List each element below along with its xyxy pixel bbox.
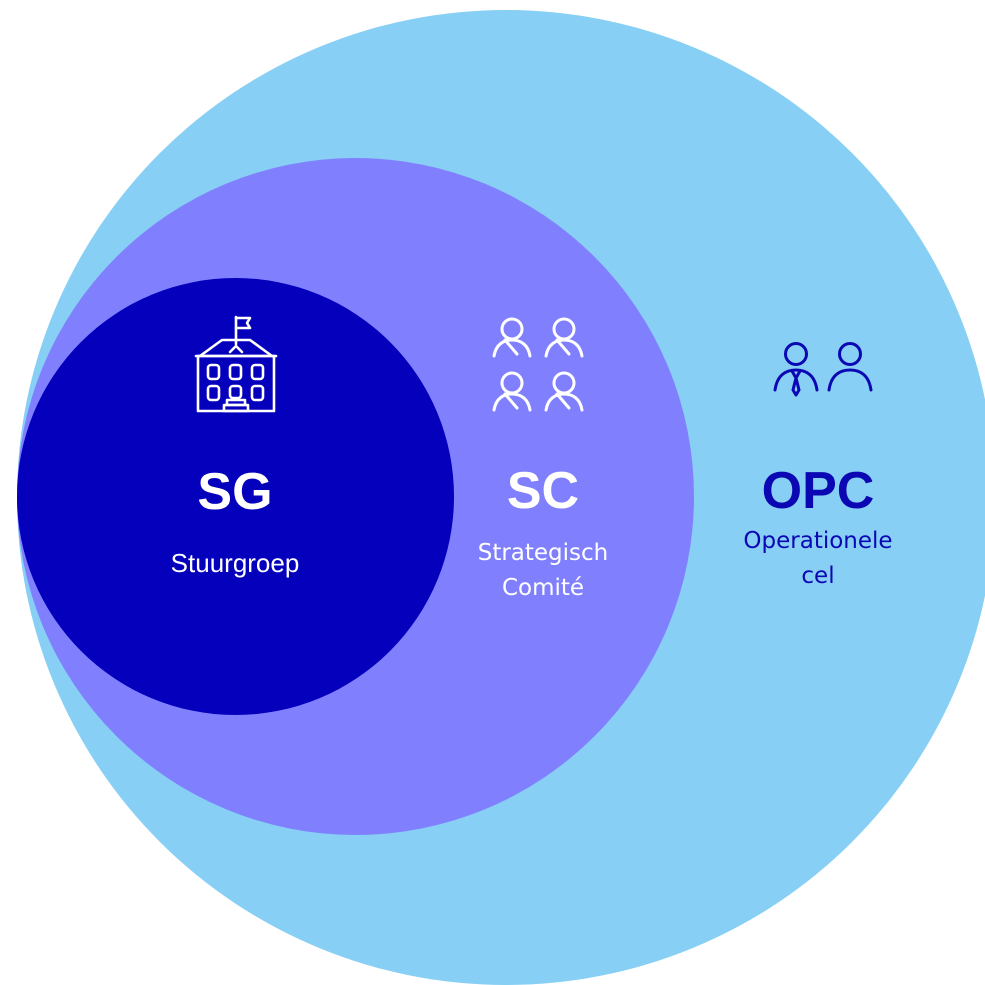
sg-circle — [17, 278, 454, 715]
sc-abbreviation: SC — [506, 462, 580, 520]
sg-abbreviation: SG — [197, 463, 273, 521]
group-four-people-icon — [492, 317, 584, 412]
two-people-icon — [773, 342, 873, 397]
building-icon — [194, 315, 278, 413]
opc-abbreviation: OPC — [761, 462, 875, 520]
sg-name: Stuurgroep — [170, 548, 300, 578]
